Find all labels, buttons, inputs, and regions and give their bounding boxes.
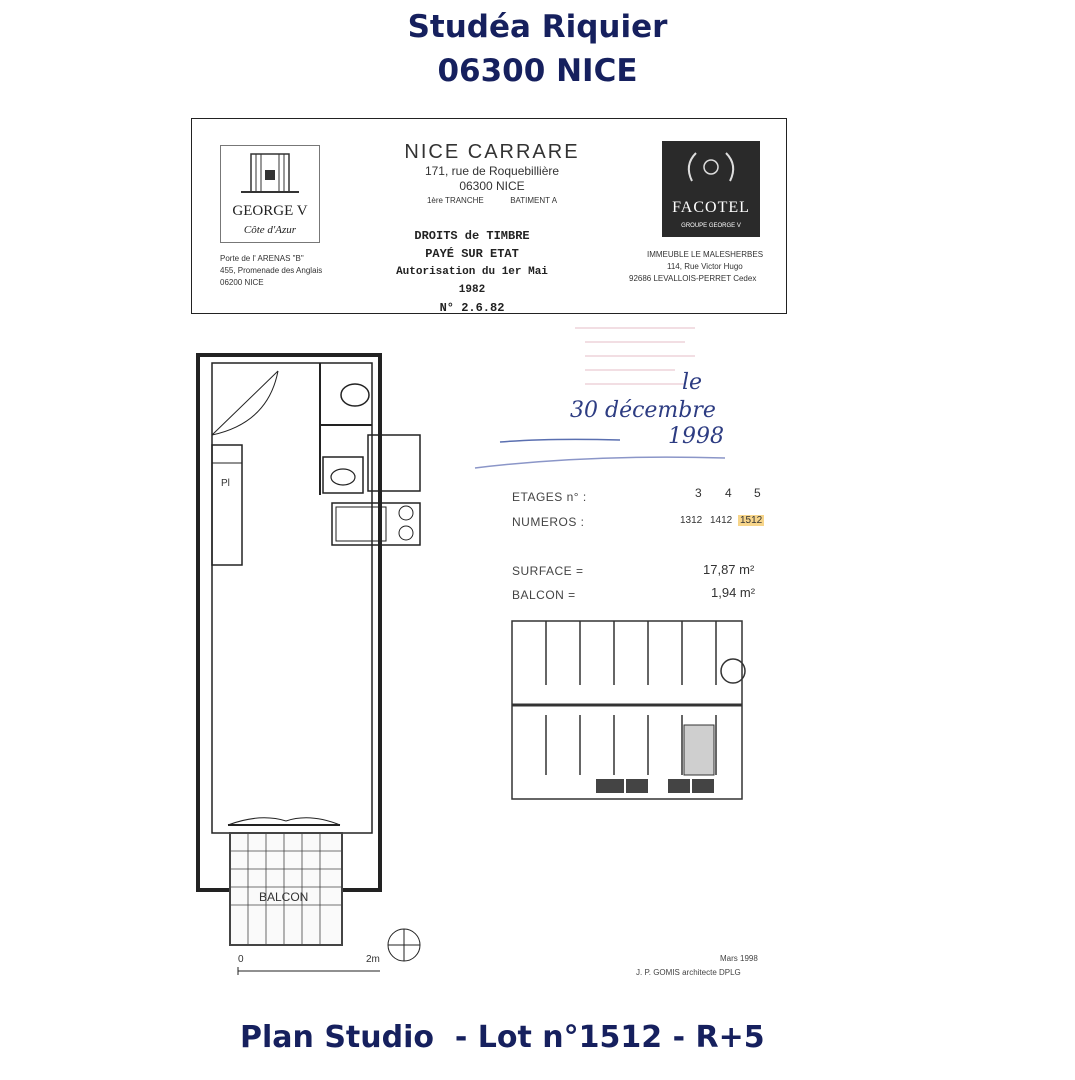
etages-label: ETAGES n° : — [512, 490, 587, 504]
george-v-address-3: 06200 NICE — [220, 278, 264, 287]
numero-1512: 1512 — [738, 515, 765, 526]
george-v-address-2: 455, Promenade des Anglais — [220, 266, 323, 275]
page-title-line2: 06300 NICE — [437, 53, 638, 89]
facotel-address-2: 114, Rue Victor Hugo — [667, 262, 743, 271]
nice-carrare-address1: 171, rue de Roquebillière — [424, 164, 560, 178]
facotel-address-1: IMMEUBLE LE MALESHERBES — [647, 250, 764, 259]
faded-stamp — [575, 327, 695, 385]
nice-carrare-address2: 06300 NICE — [459, 179, 525, 193]
etage-3: 3 — [695, 486, 702, 500]
tranche-label: 1ère TRANCHE — [426, 196, 484, 205]
balcon-label: BALCON = — [512, 588, 576, 602]
numeros-label: NUMEROS : — [512, 515, 585, 529]
plan-caption: Plan Studio - Lot n°1512 - R+5 — [240, 1020, 765, 1055]
etage-5: 5 — [754, 486, 761, 500]
handwriting-strokes — [474, 438, 726, 469]
george-v-logo: GEORGE V Côte d'Azur — [220, 145, 320, 243]
room-label-pl: Pl — [221, 478, 230, 489]
tax-stamp: DROITS de TIMBRE PAYÉ SUR ETAT Autorisat… — [392, 227, 552, 317]
nice-carrare-title: NICE CARRARE — [404, 141, 580, 163]
numero-1312: 1312 — [680, 515, 703, 526]
facotel-sub: GROUPE GEORGE V — [681, 223, 741, 229]
building-icon — [241, 153, 299, 193]
handwriting-line2: 30 décembre — [570, 398, 716, 423]
stamp-line1: DROITS de TIMBRE — [414, 229, 530, 243]
george-v-sub: Côte d'Azur — [243, 224, 297, 236]
nice-carrare-block: NICE CARRARE 171, rue de Roquebillière 0… — [382, 141, 602, 205]
scale-zero: 0 — [238, 954, 244, 965]
numero-1412: 1412 — [710, 515, 733, 526]
george-v-address-1: Porte de l' ARENAS "B" — [220, 254, 304, 263]
stamp-line3: Autorisation du 1er Mai 1982 — [396, 266, 548, 296]
surface-label: SURFACE = — [512, 564, 584, 578]
studio-floor-plan — [196, 353, 421, 975]
plan-date: Mars 1998 — [720, 954, 758, 963]
key-plan — [511, 620, 746, 800]
stamp-line2: PAYÉ SUR ETAT — [425, 247, 519, 261]
facotel-address-3: 92686 LEVALLOIS-PERRET Cedex — [629, 274, 757, 283]
architect-name: J. P. GOMIS architecte DPLG — [636, 968, 741, 977]
balcon-value: 1,94 m² — [711, 585, 756, 600]
page-title-line1: Studéa Riquier — [407, 9, 668, 45]
scale-end: 2m — [366, 954, 380, 965]
room-label-balcon: BALCON — [259, 890, 309, 904]
facotel-logo: FACOTEL GROUPE GEORGE V — [662, 141, 760, 237]
etage-4: 4 — [725, 486, 732, 500]
laurel-icon — [687, 152, 735, 182]
plan-header: GEORGE V Côte d'Azur Porte de l' ARENAS … — [191, 118, 787, 317]
handwriting-line3: 1998 — [668, 424, 724, 449]
batiment-label: BATIMENT A — [510, 196, 558, 205]
george-v-name: GEORGE V — [232, 203, 308, 219]
stamp-line4: N° 2.6.82 — [439, 301, 505, 315]
facotel-name: FACOTEL — [672, 199, 750, 216]
surface-value: 17,87 m² — [703, 562, 755, 577]
handwriting-line1: le — [682, 370, 703, 395]
